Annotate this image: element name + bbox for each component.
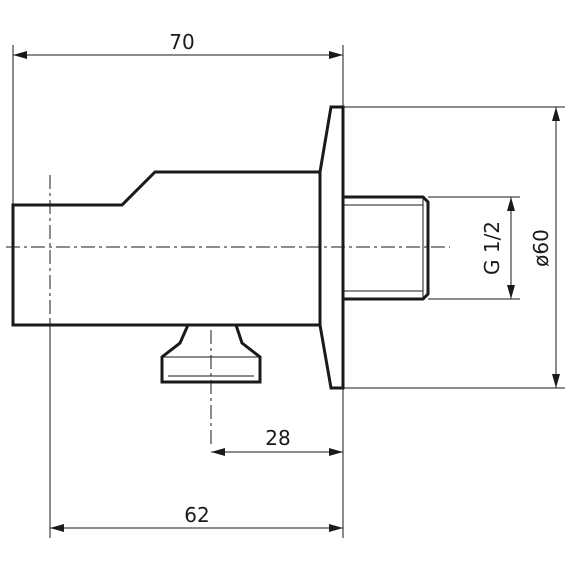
arrow-thread-top xyxy=(507,197,515,211)
arrow-62-left xyxy=(50,524,64,532)
valve-body xyxy=(11,170,322,327)
dimension-label-70: 70 xyxy=(169,30,194,54)
threaded-connector xyxy=(343,195,430,301)
arrow-60-top xyxy=(552,107,560,121)
dimension-label-60: ø60 xyxy=(529,229,553,267)
wall-flange xyxy=(318,105,345,390)
arrow-thread-bottom xyxy=(507,285,515,299)
dimension-label-28: 28 xyxy=(265,426,290,450)
arrow-28-right xyxy=(329,448,343,456)
dimension-label-thread: G 1/2 xyxy=(480,221,504,275)
arrow-70-right xyxy=(329,51,343,59)
arrow-60-bottom xyxy=(552,374,560,388)
arrow-28-left xyxy=(211,448,225,456)
arrow-62-right xyxy=(329,524,343,532)
arrow-70-left xyxy=(13,51,27,59)
outlet-nozzle xyxy=(160,324,262,384)
dimension-label-62: 62 xyxy=(184,503,209,527)
